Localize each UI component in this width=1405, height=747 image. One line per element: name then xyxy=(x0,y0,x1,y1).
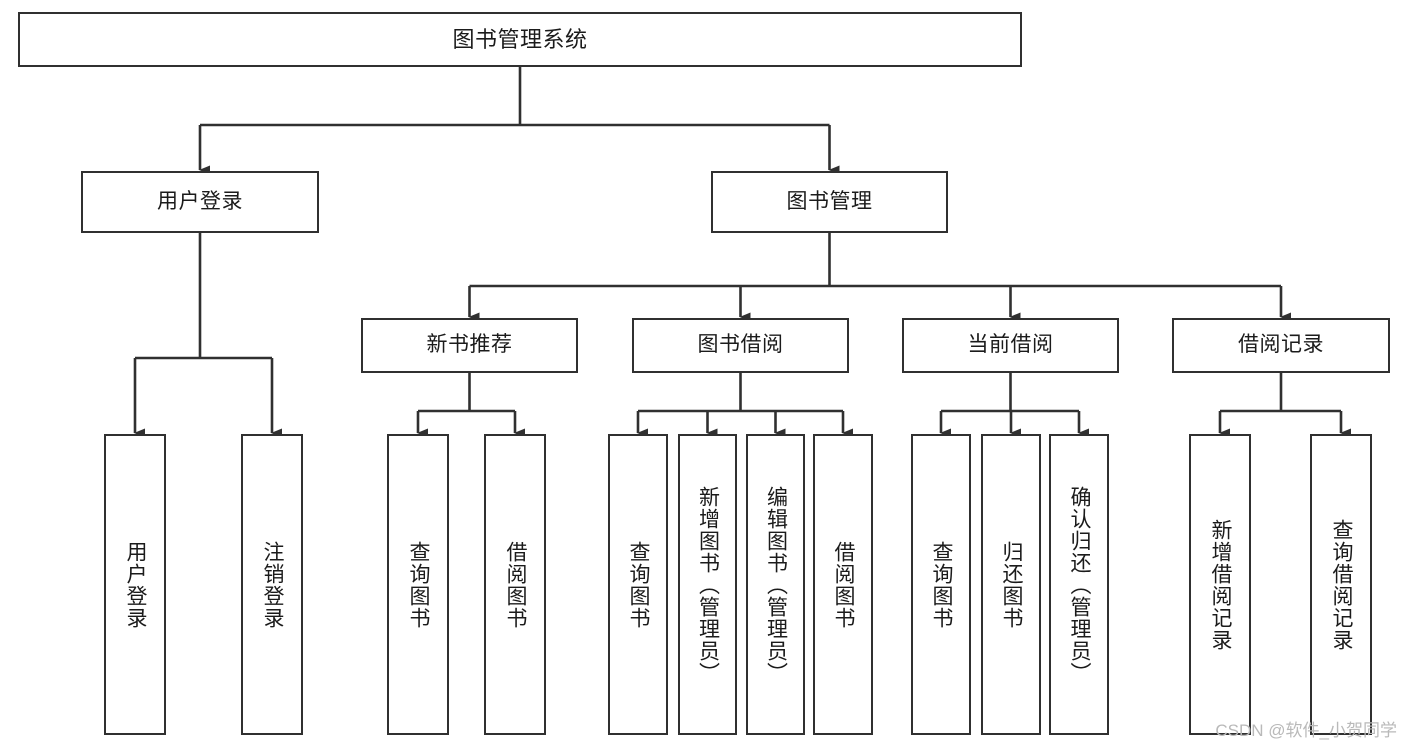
watermark-text: CSDN @软件_小贺同学 xyxy=(1215,721,1397,740)
node-root[interactable]: 图书管理系统 xyxy=(18,12,1022,67)
node-leaf-return-book[interactable]: 归还图书 xyxy=(981,434,1041,735)
node-new-book-recommend[interactable]: 新书推荐 xyxy=(361,318,578,373)
node-leaf-return-book-label: 归还图书 xyxy=(1000,540,1024,629)
node-leaf-edit-book[interactable]: 编辑图书（管理员） xyxy=(746,434,805,735)
node-current-borrow[interactable]: 当前借阅 xyxy=(902,318,1119,373)
node-borrow-record[interactable]: 借阅记录 xyxy=(1172,318,1390,373)
node-new-book-recommend-label: 新书推荐 xyxy=(426,333,513,357)
node-book-manage[interactable]: 图书管理 xyxy=(711,171,948,233)
node-leaf-confirm-return[interactable]: 确认归还（管理员） xyxy=(1049,434,1109,735)
node-leaf-query-book-2[interactable]: 查询图书 xyxy=(608,434,668,735)
node-leaf-add-book[interactable]: 新增图书（管理员） xyxy=(678,434,737,735)
node-leaf-borrow-book-2-label: 借阅图书 xyxy=(832,540,856,629)
node-book-borrow[interactable]: 图书借阅 xyxy=(632,318,849,373)
node-current-borrow-label: 当前借阅 xyxy=(967,333,1054,357)
node-user-login[interactable]: 用户登录 xyxy=(81,171,319,233)
node-leaf-query-book-3[interactable]: 查询图书 xyxy=(911,434,971,735)
node-leaf-confirm-return-label: 确认归还（管理员） xyxy=(1068,485,1092,684)
node-leaf-user-login-label: 用户登录 xyxy=(124,540,148,629)
node-book-manage-label: 图书管理 xyxy=(786,189,873,213)
node-leaf-user-login[interactable]: 用户登录 xyxy=(104,434,166,735)
node-leaf-query-book-2-label: 查询图书 xyxy=(627,540,651,629)
node-leaf-add-record-label: 新增借阅记录 xyxy=(1209,518,1233,651)
node-leaf-borrow-book-1-label: 借阅图书 xyxy=(504,540,528,629)
node-leaf-add-book-label: 新增图书（管理员） xyxy=(696,485,720,684)
node-leaf-add-record[interactable]: 新增借阅记录 xyxy=(1189,434,1251,735)
node-leaf-query-book-1[interactable]: 查询图书 xyxy=(387,434,449,735)
node-leaf-logout-login-label: 注销登录 xyxy=(261,540,285,629)
node-leaf-borrow-book-1[interactable]: 借阅图书 xyxy=(484,434,546,735)
node-leaf-query-book-1-label: 查询图书 xyxy=(407,540,431,629)
node-borrow-record-label: 借阅记录 xyxy=(1238,333,1324,357)
node-leaf-edit-book-label: 编辑图书（管理员） xyxy=(764,485,788,684)
node-leaf-query-record-label: 查询借阅记录 xyxy=(1330,518,1354,651)
node-user-login-label: 用户登录 xyxy=(157,189,243,213)
node-leaf-query-record[interactable]: 查询借阅记录 xyxy=(1310,434,1372,735)
node-leaf-query-book-3-label: 查询图书 xyxy=(930,540,954,629)
node-book-borrow-label: 图书借阅 xyxy=(697,333,784,357)
node-root-label: 图书管理系统 xyxy=(452,26,588,52)
node-leaf-logout-login[interactable]: 注销登录 xyxy=(241,434,303,735)
node-leaf-borrow-book-2[interactable]: 借阅图书 xyxy=(813,434,873,735)
